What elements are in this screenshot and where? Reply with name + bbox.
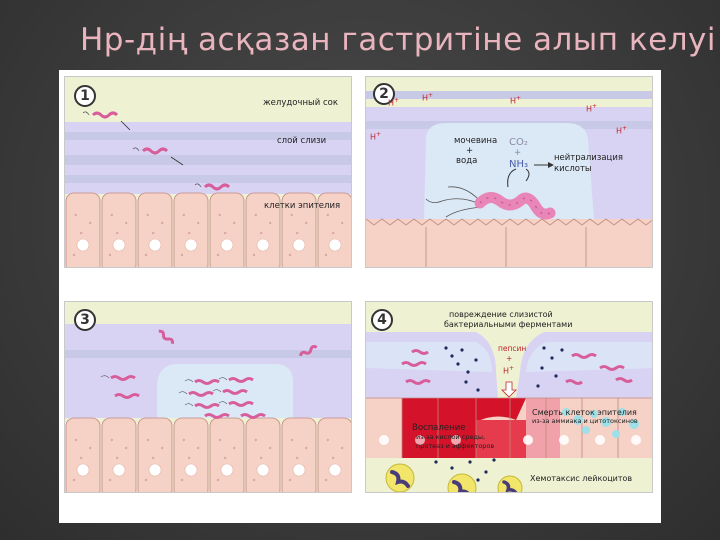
panel-4-drawing	[366, 302, 652, 492]
h-plus-ion: H+	[422, 92, 434, 103]
label-chemotaxis: Хемотаксис лейкоцитов	[530, 474, 633, 483]
label-acid: кислоты	[554, 164, 592, 174]
label-pepsin: пепсин	[498, 344, 527, 353]
leukocyte	[447, 473, 477, 492]
epithelial-cell	[245, 192, 281, 267]
epithelial-cell	[173, 417, 209, 492]
bacterium	[474, 192, 556, 220]
cell-nucleus	[148, 238, 162, 252]
bacterium	[615, 377, 633, 383]
cell-nucleus	[112, 463, 126, 477]
bacterium	[411, 349, 429, 355]
epithelial-cell	[65, 417, 101, 492]
panel-1: 1 желудочный сок слой слизи клетки эпите…	[64, 76, 352, 268]
label-mucus-layer: слой слизи	[277, 136, 327, 146]
epithelial-cell	[101, 192, 137, 267]
bacterium	[158, 329, 174, 344]
label-plus: +	[514, 148, 522, 158]
ammonia-dots	[562, 408, 639, 438]
label-gastric-juice: желудочный сок	[263, 98, 338, 108]
h-plus-ion: H+	[510, 95, 522, 106]
gastritis-figure: 1 желудочный сок слой слизи клетки эпите…	[59, 70, 661, 523]
epithelial-cell	[137, 192, 173, 267]
label-nh3: NH₃	[509, 159, 529, 170]
leukocyte	[497, 475, 523, 492]
label-plus: +	[466, 146, 474, 156]
bacterium	[194, 183, 231, 191]
epithelial-cell	[65, 192, 101, 267]
epithelial-cell	[173, 192, 209, 267]
cell-nucleus	[220, 463, 234, 477]
bacteria-colony	[188, 377, 266, 419]
bacterium	[565, 379, 583, 385]
bacterium	[405, 379, 431, 385]
label-water: вода	[456, 156, 478, 166]
panel-4: 4 повреждение слизистой бактериальными ф…	[365, 301, 653, 493]
panel-2-drawing	[366, 77, 652, 267]
label-inflammation-2: из-за кислой среды,	[416, 433, 486, 441]
cell-nucleus	[112, 238, 126, 252]
panel-number: 2	[373, 83, 395, 105]
panel-number: 4	[371, 309, 393, 331]
panel-number: 3	[74, 309, 96, 331]
bacterium	[114, 393, 140, 399]
epithelial-cell	[209, 192, 245, 267]
cell-nucleus	[328, 463, 342, 477]
label-epithelium: клетки эпителия	[264, 201, 341, 211]
label-mucosa-damage-2: бактериальными ферментами	[444, 320, 573, 329]
bacterium	[298, 344, 318, 357]
epithelial-cell	[317, 417, 351, 492]
label-urea: мочевина	[454, 136, 498, 146]
panel-2: 2 H+ H+ H+ H+ H+ H+ мочевина + вода CO₂ …	[365, 76, 653, 268]
bacterium	[599, 365, 625, 371]
bacterium	[82, 111, 119, 119]
h-plus-ion: H+	[616, 125, 628, 136]
h-plus-ion: H+	[503, 365, 515, 376]
label-cell-death: Смерть клеток эпителия	[532, 408, 637, 417]
epithelial-cell	[281, 417, 317, 492]
panel-3: 3	[64, 301, 352, 493]
panel-3-drawing	[65, 302, 351, 492]
bacterium	[100, 375, 136, 381]
bacterium	[571, 353, 597, 359]
cell-nucleus	[148, 463, 162, 477]
label-neutralization: нейтрализация	[554, 153, 623, 163]
cell-nucleus	[76, 238, 90, 252]
panel-number: 1	[74, 85, 96, 107]
label-plus: +	[506, 354, 513, 363]
leukocyte	[385, 463, 415, 492]
epithelial-cell	[137, 417, 173, 492]
slide-title: Нр-дің асқазан гастритіне алып келуі	[80, 22, 716, 58]
epithelial-cell	[101, 417, 137, 492]
label-cell-death-2: из-за аммиака и цитотоксинов	[532, 417, 638, 425]
epithelial-cell	[317, 192, 351, 267]
epithelial-cell	[245, 417, 281, 492]
h-plus-ion: H+	[388, 97, 400, 108]
cell-nucleus	[292, 238, 306, 252]
cell-nucleus	[184, 238, 198, 252]
cell-nucleus	[256, 238, 270, 252]
h-plus-ion: H+	[370, 131, 382, 142]
epithelial-cell	[281, 192, 317, 267]
h-plus-ion: H+	[586, 103, 598, 114]
cell-nucleus	[292, 463, 306, 477]
epithelial-cell	[209, 417, 245, 492]
cell-nucleus	[220, 238, 234, 252]
label-co2: CO₂	[509, 137, 528, 148]
label-inflammation-3: протеаз и эффекторов	[416, 442, 495, 450]
label-inflammation: Воспаление	[412, 423, 466, 433]
bacterium	[132, 147, 169, 155]
cell-nucleus	[184, 463, 198, 477]
panel-1-drawing	[65, 77, 351, 267]
cell-nucleus	[256, 463, 270, 477]
label-mucosa-damage: повреждение слизистой	[449, 310, 553, 319]
cell-nucleus	[328, 238, 342, 252]
bacterium	[401, 361, 427, 367]
cell-nucleus	[76, 463, 90, 477]
